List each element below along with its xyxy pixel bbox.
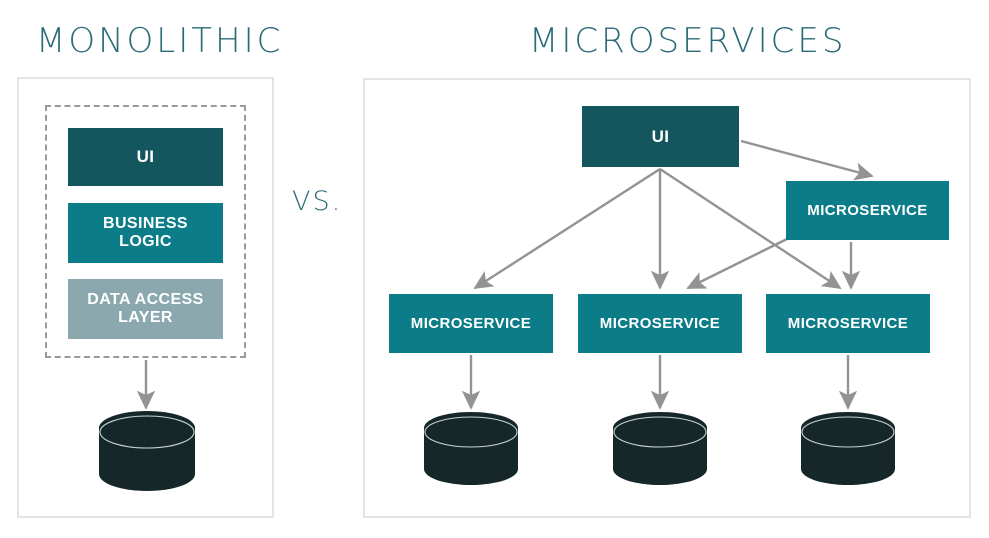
arrow-ui-to-service-bottom-1 (473, 167, 661, 290)
database-cylinder-2 (613, 412, 707, 485)
panel-title-monolithic: MONOLITHIC (36, 21, 284, 61)
monolith-boundary (45, 105, 246, 358)
data-access-line-1: DATA ACCESS (87, 290, 204, 308)
microservice-node-bottom-3-label: MICROSERVICE (787, 314, 909, 332)
monolith-layer-ui[interactable]: UI (68, 128, 223, 186)
arrow-service-top-right-to-bottom-2 (686, 236, 790, 290)
panel-title-microservices: MICROSERVICES (529, 21, 847, 61)
microservice-node-bottom-2[interactable]: MICROSERVICE (578, 294, 742, 353)
arrow-ui-to-service-bottom-3 (659, 167, 842, 290)
business-logic-line-1: BUSINESS (103, 214, 188, 232)
monolith-layer-business-logic[interactable]: BUSINESS LOGIC (68, 203, 223, 263)
microservice-node-bottom-3[interactable]: MICROSERVICE (766, 294, 930, 353)
microservice-node-bottom-1[interactable]: MICROSERVICE (389, 294, 553, 353)
microservices-ui-node[interactable]: UI (582, 106, 739, 167)
database-cylinder-3 (801, 412, 895, 485)
database-cylinder-monolith (99, 411, 195, 491)
monolith-layer-data-access[interactable]: DATA ACCESS LAYER (68, 279, 223, 339)
database-cylinder-1 (424, 412, 518, 485)
monolith-layer-business-logic-label: BUSINESS LOGIC (103, 215, 188, 252)
microservice-node-bottom-2-label: MICROSERVICE (599, 314, 721, 332)
arrow-ui-to-service-top-right (740, 139, 874, 181)
data-access-line-2: LAYER (118, 309, 173, 326)
microservice-node-top-right-label: MICROSERVICE (807, 201, 928, 219)
versus-label: VS. (292, 186, 343, 217)
microservice-node-bottom-1-label: MICROSERVICE (410, 314, 532, 332)
monolith-layer-ui-label: UI (136, 147, 155, 167)
business-logic-line-2: LOGIC (119, 233, 172, 250)
microservice-node-top-right[interactable]: MICROSERVICE (786, 181, 949, 240)
monolith-layer-data-access-label: DATA ACCESS LAYER (87, 291, 203, 328)
microservices-ui-label: UI (651, 126, 670, 146)
